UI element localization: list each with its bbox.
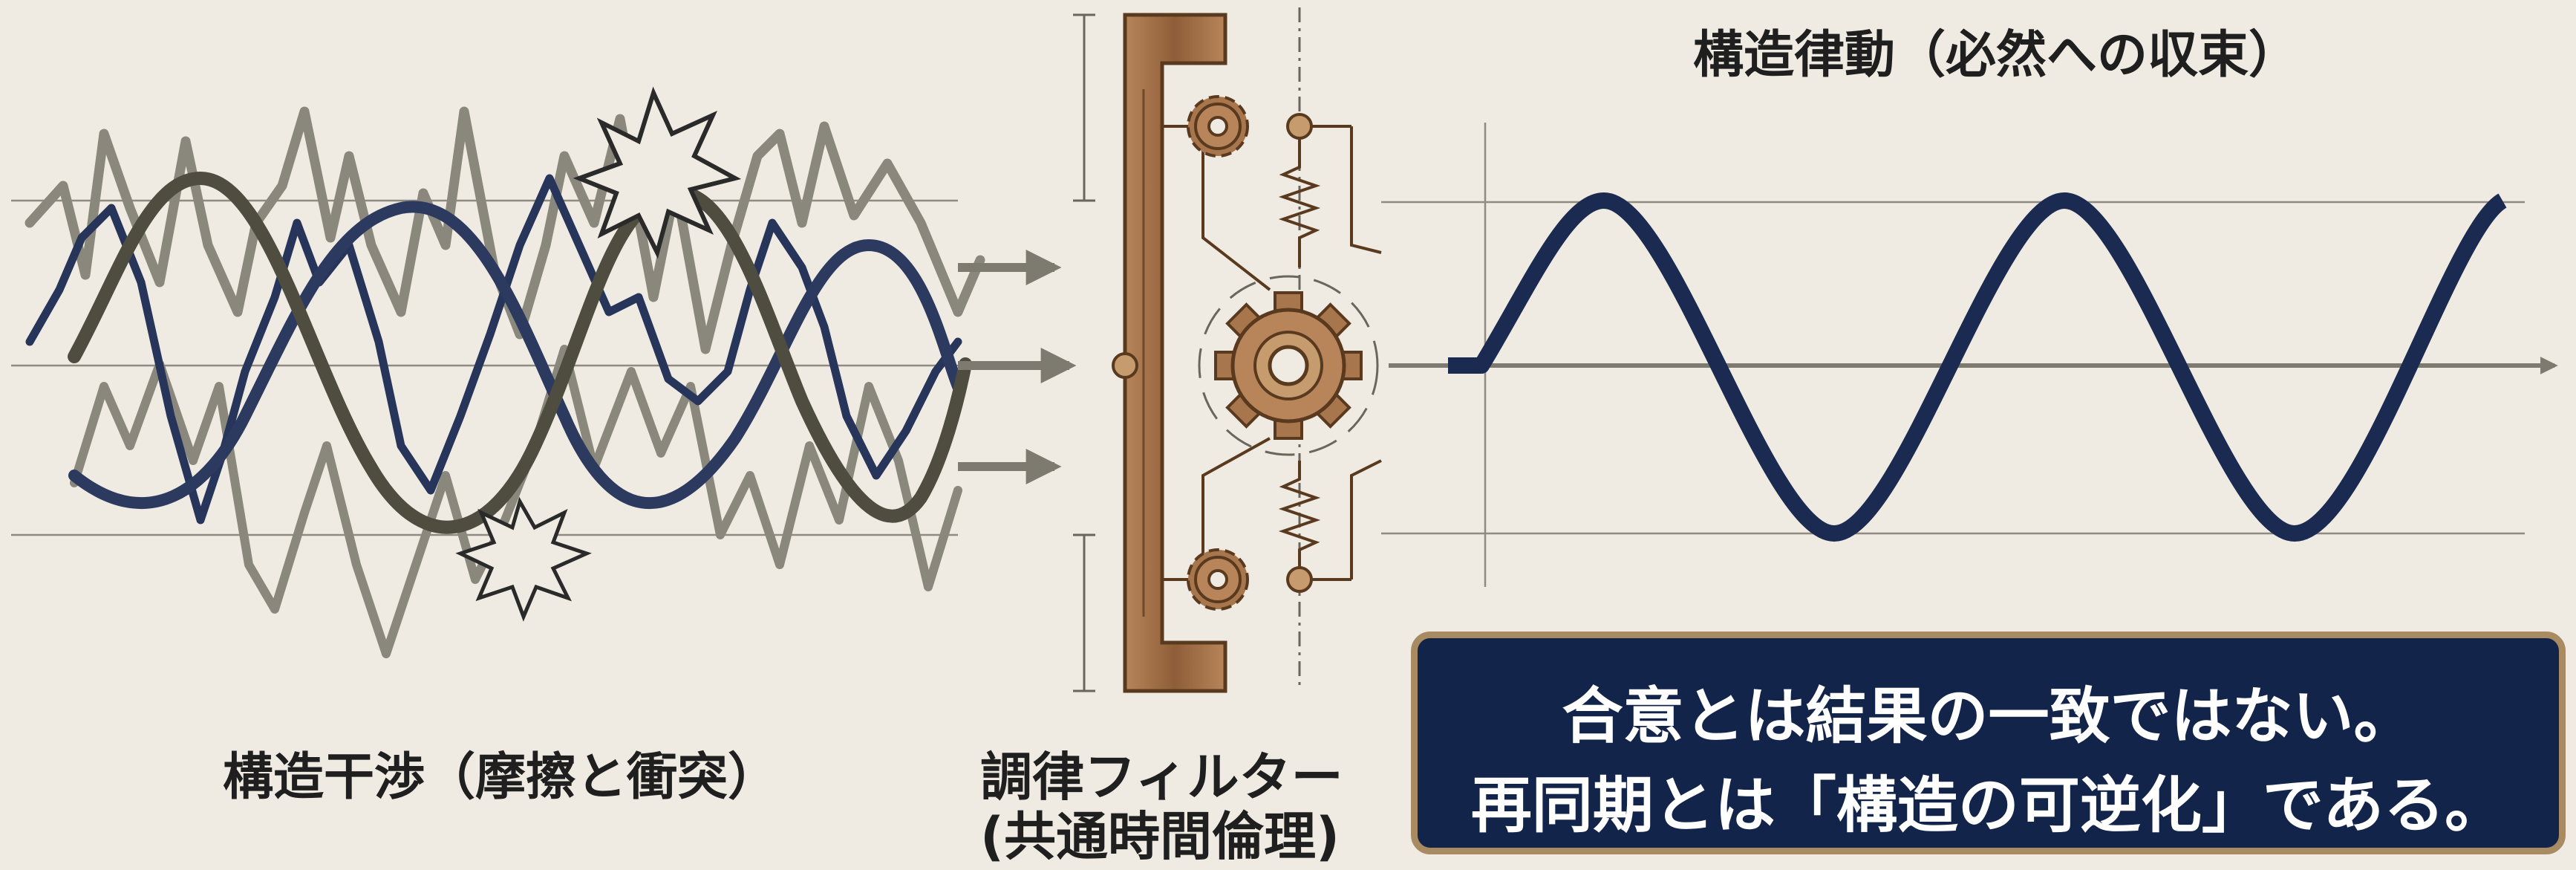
- gear-icon: [1187, 95, 1249, 158]
- rhythm-label: 構造律動（必然への収束）: [1693, 26, 2300, 85]
- gray-noisy-wave-upper: [25, 106, 985, 354]
- tuning-filter: [1112, 13, 1382, 693]
- filter-pivot: [1112, 352, 1138, 379]
- olive-smooth-wave: [68, 172, 972, 534]
- interference-waves: [25, 106, 985, 658]
- arrows-into-filter: [958, 250, 1077, 484]
- collision-burst-icon: [573, 86, 742, 259]
- interference-label: 構造干渉（摩擦と衝突）: [223, 748, 779, 807]
- filter-sublabel: (共通時間倫理): [980, 806, 1340, 867]
- spring-icon: [1278, 461, 1321, 568]
- spring-icon: [1278, 137, 1321, 267]
- gear-icon: [1187, 548, 1249, 611]
- collision-burst-icon: [455, 496, 592, 622]
- gray-noisy-wave-lower: [70, 345, 962, 658]
- message-box: 合意とは結果の一致ではない。 再同期とは「構造の可逆化」である。: [1411, 632, 2566, 854]
- message-line-1: 合意とは結果の一致ではない。: [1562, 681, 2415, 752]
- filter-bracket: [1123, 13, 1227, 693]
- gear-icon: [1198, 275, 1379, 456]
- filter-label: 調律フィルター: [980, 747, 1343, 808]
- message-line-2: 再同期とは「構造の可逆化」である。: [1470, 770, 2506, 841]
- convergent-sine-wave: [1448, 192, 2508, 542]
